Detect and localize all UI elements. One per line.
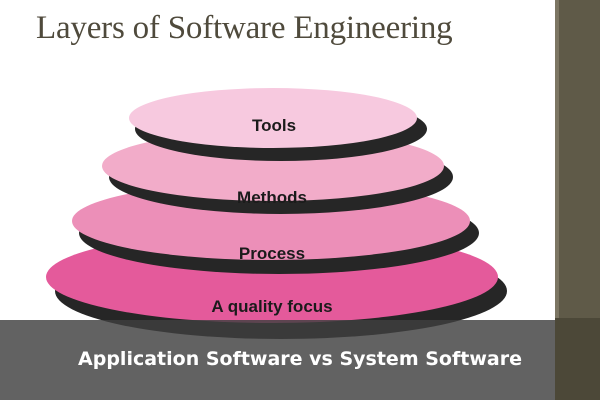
slide-title: Layers of Software Engineering	[36, 10, 453, 46]
slide-side-bar-edge	[555, 0, 559, 400]
slide-side-bar-lower	[555, 318, 600, 400]
caption-overlay	[0, 320, 555, 400]
layer-tools: Tools	[129, 88, 427, 161]
layer-process-label: Process	[239, 244, 305, 263]
caption-text: Application Software vs System Software	[78, 348, 522, 370]
layers-diagram: A quality focus Process Methods Tools	[46, 88, 507, 339]
layer-quality-focus-label: A quality focus	[211, 297, 332, 316]
layer-methods-label: Methods	[237, 188, 307, 207]
layer-tools-disc	[129, 88, 417, 148]
layer-tools-label: Tools	[252, 116, 296, 135]
